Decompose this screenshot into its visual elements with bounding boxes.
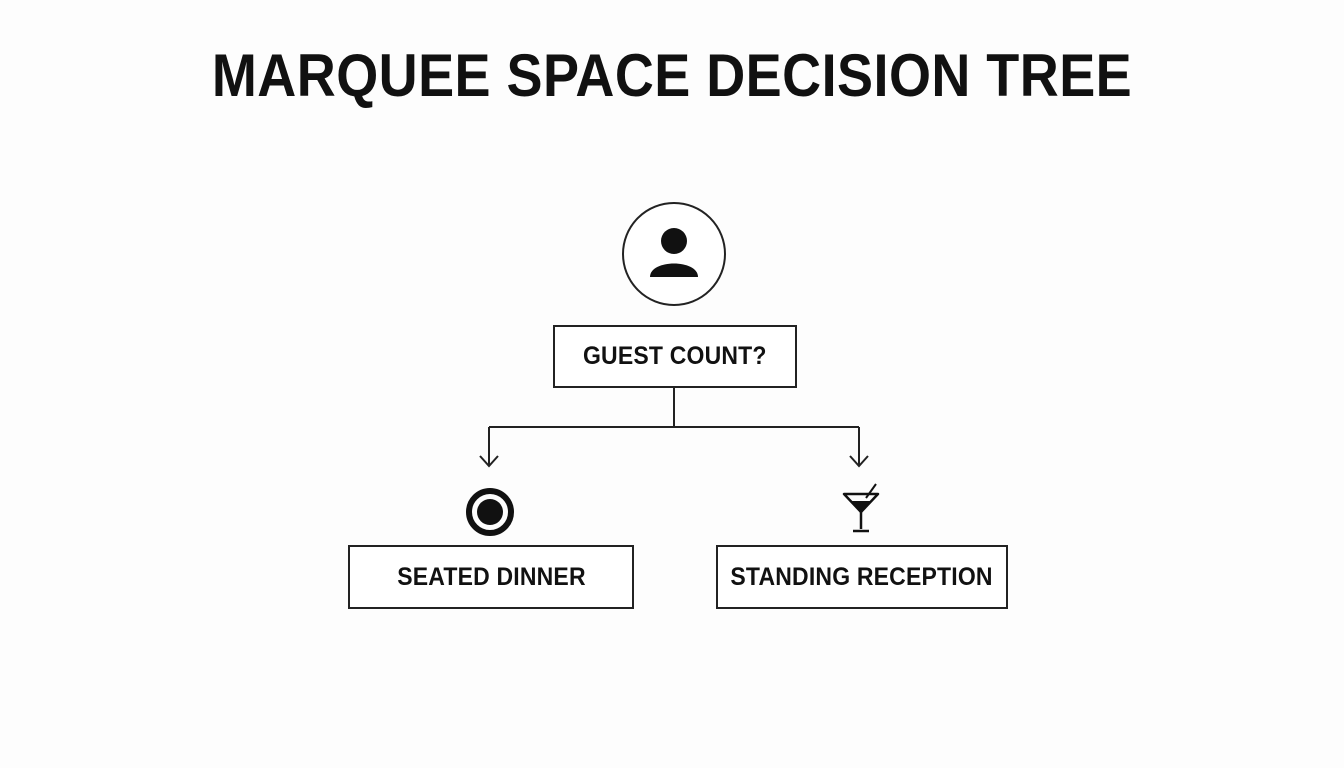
standing-reception-label: STANDING RECEPTION [730, 562, 994, 591]
root-question-node: GUEST COUNT? [553, 325, 797, 388]
ring-target-icon [465, 487, 515, 537]
person-icon [621, 201, 727, 307]
seated-dinner-label: SEATED DINNER [396, 562, 586, 591]
right-arrowhead [849, 455, 869, 468]
seated-dinner-node: SEATED DINNER [348, 545, 634, 609]
cocktail-glass-icon [838, 482, 884, 536]
root-question-label: GUEST COUNT? [583, 342, 767, 370]
standing-reception-node: STANDING RECEPTION [716, 545, 1008, 609]
page-title: MARQUEE SPACE DECISION TREE [211, 42, 1133, 109]
left-arrowhead [479, 455, 499, 468]
